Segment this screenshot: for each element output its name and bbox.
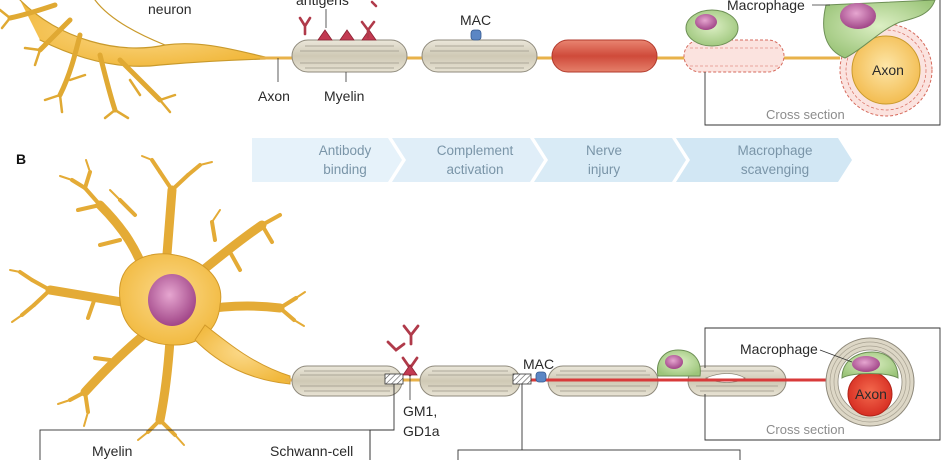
panel-b-node-box-2: [512, 373, 532, 385]
panel-b: B Antibody binding Complement activation…: [9, 138, 941, 460]
panel-b-step-banner: [252, 138, 852, 182]
panel-b-gd1a-label: GD1a: [403, 423, 440, 439]
step-4-line1: Macrophage: [737, 143, 812, 158]
step-2-line2: activation: [446, 162, 503, 177]
panel-a-neuron: [0, 0, 266, 120]
panel-a-antibody-icons: [298, 0, 378, 39]
panel-b-gm1-label: GM1,: [403, 403, 437, 419]
panel-a-myelin-segment-2: [421, 39, 538, 73]
panel-a-antigens-label: antigens: [296, 0, 349, 8]
panel-a-neuron-label: neuron: [148, 1, 192, 17]
step-arrow-4: [676, 138, 852, 182]
panel-b-cross-section-frame: [704, 327, 941, 441]
panel-a-mac-icon: [470, 29, 482, 41]
step-arrow-3: [534, 138, 686, 182]
panel-a-cross-section-frame: [704, 0, 941, 126]
panel-a-cross-section: [823, 0, 936, 117]
panel-b-schwann-label: Schwann-cell: [270, 443, 353, 459]
panel-a-damaged-segment: [551, 39, 658, 73]
panel-b-ganglioside: [402, 364, 418, 376]
panel-b-cross-section: [825, 337, 915, 427]
step-arrow-1: [252, 138, 402, 182]
panel-b-macrophage-label: Macrophage: [740, 341, 818, 357]
panel-a-mac-label: MAC: [460, 12, 491, 28]
step-3-line2: injury: [588, 162, 621, 177]
panel-b-myelin-label: Myelin: [92, 443, 132, 459]
panel-a-macrophage-label: Macrophage: [727, 0, 805, 13]
step-1-line1: Antibody: [319, 143, 372, 158]
panel-a-dashed-segment: [683, 39, 785, 73]
panel-b-myelin-segment-2: [419, 365, 521, 397]
panel-a-myelin-label: Myelin: [324, 88, 364, 104]
step-1-line2: binding: [323, 162, 367, 177]
step-2-line1: Complement: [437, 143, 514, 158]
panel-b-neuron: [9, 155, 306, 446]
panel-b-macrophage-leader: [819, 349, 853, 363]
panel-b-nucleus: [148, 274, 196, 326]
panel-a-axon-inner-label: Axon: [872, 62, 904, 78]
panel-b-letter: B: [16, 151, 26, 167]
panel-b-axon-inner-label: Axon: [855, 386, 887, 402]
panel-b-myelin-segment-1: [291, 365, 403, 397]
panel-a: neuron: [0, 0, 941, 126]
panel-a-cross-section-label: Cross section: [766, 107, 845, 122]
panel-b-mac-icon: [535, 371, 547, 383]
step-3-line1: Nerve: [586, 143, 622, 158]
panel-b-cross-section-label: Cross section: [766, 422, 845, 437]
panel-a-axon-label: Axon: [258, 88, 290, 104]
panel-b-macrophage-small: [656, 349, 701, 377]
panel-b-mac-label: MAC: [523, 356, 554, 372]
panel-a-macrophage-small: [685, 9, 739, 47]
panel-b-node-box-1: [384, 373, 404, 385]
step-4-line2: scavenging: [741, 162, 809, 177]
panel-b-detail-box-left: [39, 429, 371, 460]
step-arrow-2: [392, 138, 544, 182]
panel-a-myelin-segment-1: [291, 39, 408, 73]
panel-b-detail-box-right: [457, 449, 741, 460]
